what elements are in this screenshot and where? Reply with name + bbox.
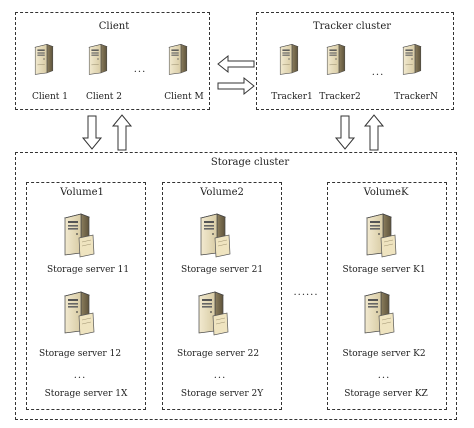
storage-cluster-group	[15, 152, 457, 420]
tracker-n-label: TrackerN	[394, 92, 438, 102]
tracker-1-label: Tracker1	[271, 92, 313, 102]
tracker-2-label: Tracker2	[319, 92, 361, 102]
storage-server-22-label: Storage server 22	[176, 349, 260, 359]
storage-server-21-label: Storage server 21	[180, 265, 264, 275]
volume-2-group	[162, 182, 282, 410]
storage-to-tracker-arrow	[363, 114, 385, 151]
tracker-cluster-group	[256, 12, 454, 110]
storage-server-kz-label: Storage server KZ	[344, 389, 428, 399]
volume-1-title: Volume1	[60, 187, 104, 198]
tracker-to-storage-arrow	[334, 115, 356, 150]
storage-server-11-label: Storage server 11	[46, 265, 130, 275]
tracker-cluster-title: Tracker cluster	[312, 21, 392, 32]
volume-k-ellipsis: ...	[377, 370, 391, 381]
client-1-label: Client 1	[32, 92, 68, 102]
storage-server-12-label: Storage server 12	[38, 349, 122, 359]
storage-to-client-arrow	[111, 114, 133, 151]
client-group-title: Client	[98, 21, 130, 32]
client-to-storage-arrow	[81, 115, 103, 150]
client-ellipsis: ...	[133, 64, 147, 75]
storage-server-k1-label: Storage server K1	[342, 265, 426, 275]
volume-2-title: Volume2	[200, 187, 244, 198]
storage-server-1x-label: Storage server 1X	[44, 389, 128, 399]
client-2-label: Client 2	[86, 92, 122, 102]
volume-k-title: VolumeK	[363, 187, 409, 198]
client-m-label: Client M	[164, 92, 204, 102]
storage-cluster-title: Storage cluster	[210, 157, 290, 168]
storage-server-k2-label: Storage server K2	[342, 349, 426, 359]
client-group	[15, 12, 210, 110]
tracker-ellipsis: ...	[371, 67, 385, 78]
volume-k-group	[327, 182, 447, 410]
storage-server-2y-label: Storage server 2Y	[180, 389, 264, 399]
volume-1-group	[26, 182, 146, 410]
tracker-to-client-arrow	[217, 54, 255, 74]
client-to-tracker-arrow	[217, 76, 255, 96]
volume-2-ellipsis: ...	[213, 370, 227, 381]
volumes-ellipsis: ......	[293, 287, 319, 298]
volume-1-ellipsis: ...	[73, 370, 87, 381]
